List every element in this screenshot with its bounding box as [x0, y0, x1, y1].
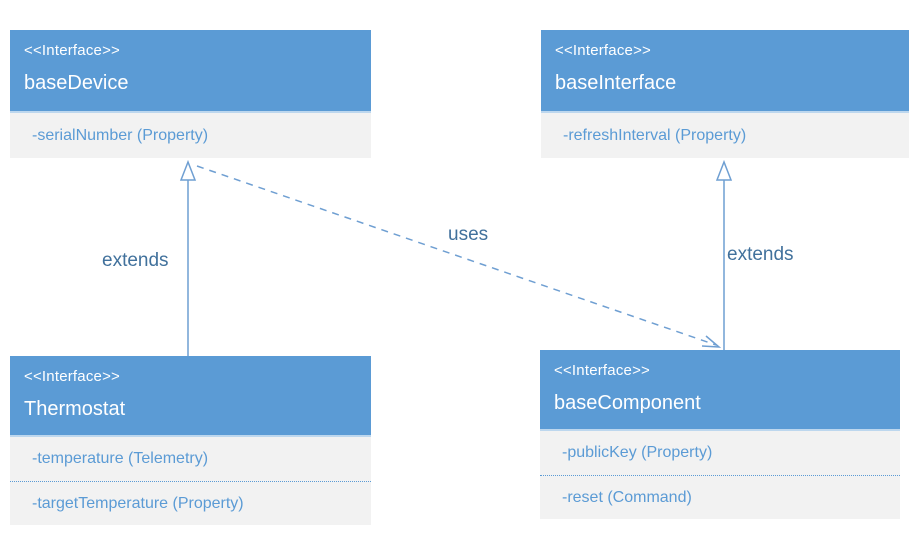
member-row: -refreshInterval (Property): [563, 126, 747, 144]
interface-name: baseDevice: [24, 72, 129, 94]
interface-header: <<Interface>> baseDevice: [10, 30, 371, 113]
edge-uses-basedevice-basecomponent[interactable]: [196, 165, 722, 348]
edge-label-extends-right: extends: [727, 244, 794, 265]
member-row: -temperature (Telemetry): [32, 450, 209, 467]
open-arrowhead: [701, 335, 722, 348]
member-row: -serialNumber (Property): [32, 126, 209, 144]
stereotype-label: <<Interface>>: [555, 42, 652, 59]
stereotype-label: <<Interface>>: [24, 42, 121, 59]
members-section: -temperature (Telemetry) -targetTemperat…: [10, 437, 371, 525]
edge-extends-basecomponent-baseinterface[interactable]: [715, 159, 733, 350]
member-row: -reset (Command): [540, 475, 900, 519]
edge-label-extends-left: extends: [102, 250, 169, 271]
edge-extends-thermostat-basedevice[interactable]: [179, 159, 197, 356]
interface-name: baseInterface: [555, 72, 677, 94]
edge-label-uses: uses: [448, 224, 489, 245]
members-section: -refreshInterval (Property): [541, 113, 909, 158]
hollow-triangle-arrowhead: [715, 159, 733, 181]
interface-header: <<Interface>> baseInterface: [541, 30, 909, 113]
interface-header: <<Interface>> baseComponent: [540, 350, 900, 431]
interface-header: <<Interface>> Thermostat: [10, 356, 371, 437]
stereotype-label: <<Interface>>: [24, 368, 121, 385]
interface-name: Thermostat: [24, 398, 126, 420]
interface-box-baseinterface[interactable]: <<Interface>> baseInterface -refreshInte…: [541, 30, 909, 158]
member-row: -targetTemperature (Property): [10, 481, 371, 525]
members-section: -serialNumber (Property): [10, 113, 371, 158]
interface-box-basecomponent[interactable]: <<Interface>> baseComponent -publicKey (…: [540, 350, 900, 519]
interface-box-basedevice[interactable]: <<Interface>> baseDevice -serialNumber (…: [10, 30, 371, 158]
member-row: -publicKey (Property): [562, 444, 713, 461]
stereotype-label: <<Interface>>: [554, 362, 651, 379]
members-section: -publicKey (Property) -reset (Command): [540, 431, 900, 519]
interface-name: baseComponent: [554, 392, 701, 414]
hollow-triangle-arrowhead: [179, 159, 197, 181]
interface-box-thermostat[interactable]: <<Interface>> Thermostat -temperature (T…: [10, 356, 371, 525]
